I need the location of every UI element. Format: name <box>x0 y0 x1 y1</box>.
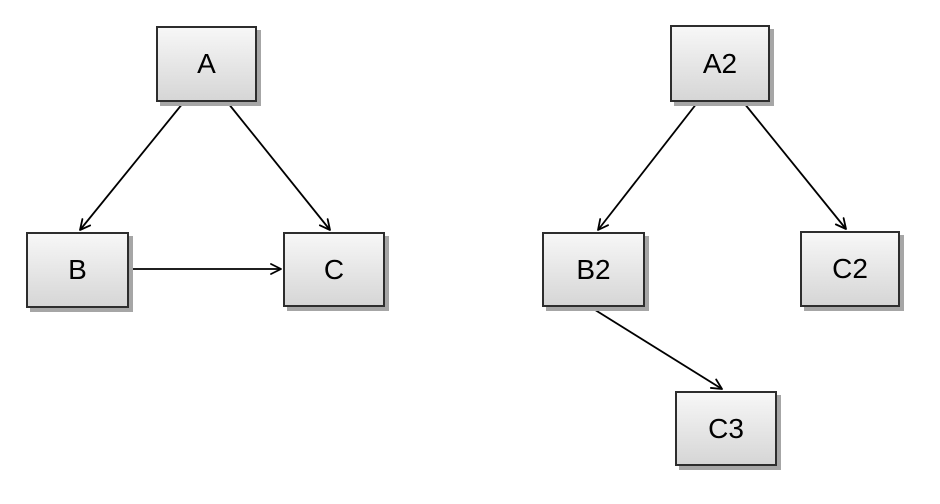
edge-a2-c2[interactable] <box>743 102 847 230</box>
node-label: C2 <box>832 253 868 284</box>
edge-a-c[interactable] <box>227 102 331 231</box>
node-label: C3 <box>708 412 744 444</box>
edge-a2-b2[interactable] <box>597 102 698 231</box>
node-label: B <box>68 254 87 285</box>
node-c3[interactable]: C3 <box>675 391 777 466</box>
node-c2[interactable]: C2 <box>800 231 900 307</box>
node-label: B2 <box>576 253 611 285</box>
edge-a-b[interactable] <box>79 102 184 231</box>
node-label: A <box>197 48 216 79</box>
node-c[interactable]: C <box>283 232 385 307</box>
node-b[interactable]: B <box>26 232 129 308</box>
node-a[interactable]: A <box>156 26 257 102</box>
edge-b2-c3[interactable] <box>591 307 723 390</box>
node-a2[interactable]: A2 <box>670 25 770 102</box>
node-b2[interactable]: B2 <box>542 232 645 307</box>
node-label: C <box>323 253 345 285</box>
node-label: A2 <box>702 47 738 79</box>
